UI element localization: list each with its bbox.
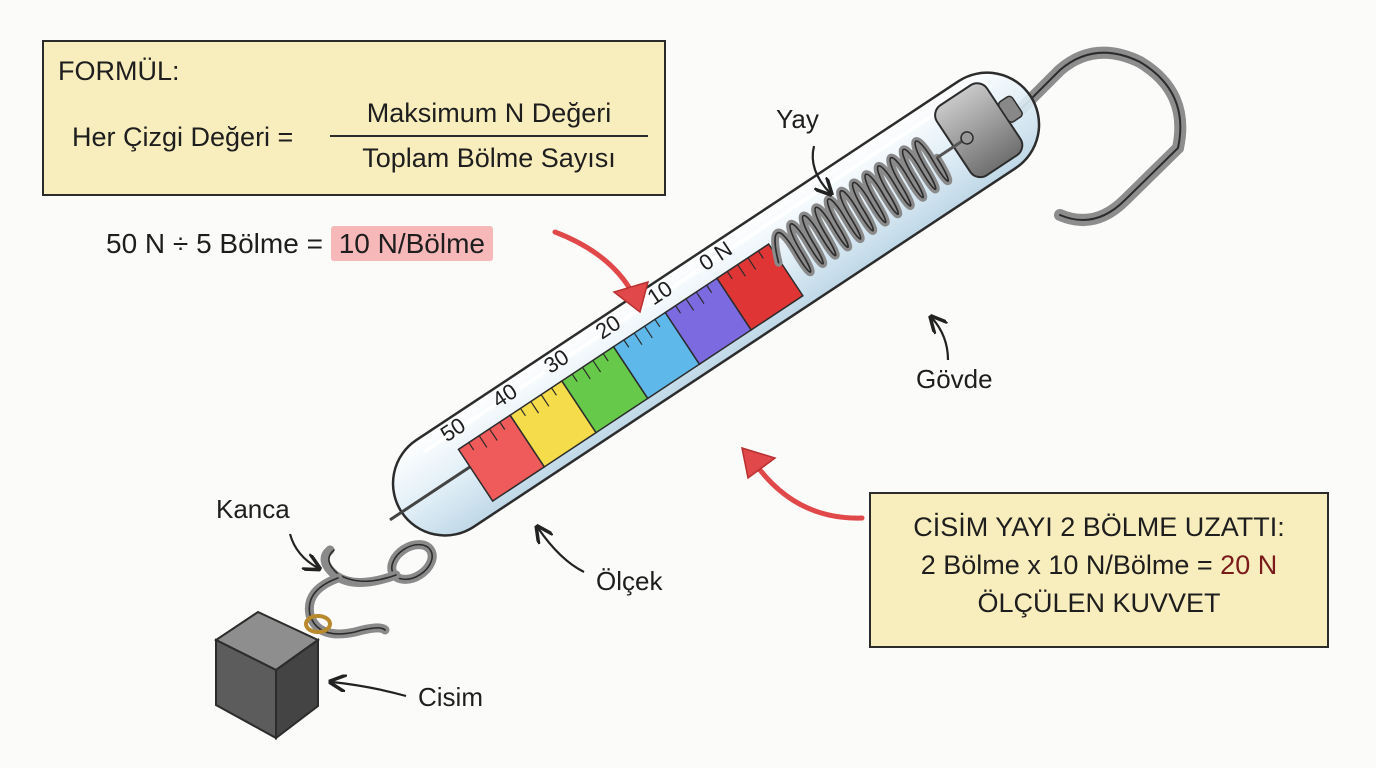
scale-minor-tick <box>488 428 498 441</box>
scale-minor-tick <box>571 373 578 382</box>
label-scale: Ölçek <box>596 566 663 596</box>
scale-minor-tick <box>540 394 550 407</box>
calculation-result: 10 N/Bölme <box>330 226 493 261</box>
result-line-1: CİSİM YAYI 2 BÖLME UZATTI: <box>913 512 1285 542</box>
result-line-3: ÖLÇÜLEN KUVVET <box>977 588 1221 618</box>
hook-icon <box>304 540 437 639</box>
formula-heading: FORMÜL: <box>58 56 180 86</box>
scale-minor-tick <box>675 305 682 314</box>
scale-minor-tick <box>644 325 653 339</box>
spring-coils-icon <box>771 137 953 277</box>
scale-minor-tick <box>747 257 757 270</box>
calculation-expression: 50 N ÷ 5 Bölme = <box>106 228 323 259</box>
arrow-scale <box>538 528 585 573</box>
arrow-hook <box>288 533 318 568</box>
scale-minor-tick <box>582 366 591 380</box>
scale-minor-tick <box>737 264 746 277</box>
formula-lhs: Her Çizgi Değeri = <box>72 122 294 152</box>
scale-minor-tick <box>602 353 609 362</box>
red-arrow-result <box>741 446 865 521</box>
result-line-2-prefix: 2 Bölme x 10 N/Bölme = <box>920 550 1213 580</box>
scale-minor-tick <box>685 298 695 311</box>
scale-minor-tick <box>530 401 540 414</box>
arrow-spring <box>811 145 830 193</box>
label-object: Cisim <box>418 682 483 712</box>
arrow-object <box>332 682 407 698</box>
result-value: 20 N <box>1220 550 1278 580</box>
formula-numerator: Maksimum N Değeri <box>330 98 648 137</box>
formula-box: FORMÜL: Her Çizgi Değeri = Maksimum N De… <box>42 40 666 196</box>
red-arrow-formula <box>552 229 650 314</box>
scale-minor-tick <box>478 435 488 448</box>
label-hook: Kanca <box>216 494 290 524</box>
scale-minor-tick <box>633 332 643 346</box>
scale-minor-tick <box>757 250 764 259</box>
object-cube-icon <box>214 610 320 741</box>
scale-minor-tick <box>499 421 506 430</box>
arrow-body <box>932 318 950 361</box>
scale-minor-tick <box>551 387 557 396</box>
result-line-2: 2 Bölme x 10 N/Bölme = 20 N <box>871 546 1327 584</box>
scale-minor-tick <box>623 339 630 348</box>
scale-minor-tick <box>519 407 526 417</box>
scale-minor-tick <box>468 442 475 451</box>
label-spring: Yay <box>776 104 819 134</box>
scale-minor-tick <box>592 360 602 373</box>
scale-minor-tick <box>654 319 661 328</box>
formula-fraction: Maksimum N Değeri Toplam Bölme Sayısı <box>330 98 648 174</box>
formula-denominator: Toplam Bölme Sayısı <box>362 143 616 173</box>
calculation-line: 50 N ÷ 5 Bölme = 10 N/Bölme <box>106 222 493 266</box>
scale-minor-tick <box>695 291 705 304</box>
label-body: Gövde <box>916 364 993 394</box>
scale-minor-tick <box>706 284 713 293</box>
result-box: CİSİM YAYI 2 BÖLME UZATTI: 2 Bölme x 10 … <box>869 492 1329 648</box>
scale-minor-tick <box>726 271 733 280</box>
